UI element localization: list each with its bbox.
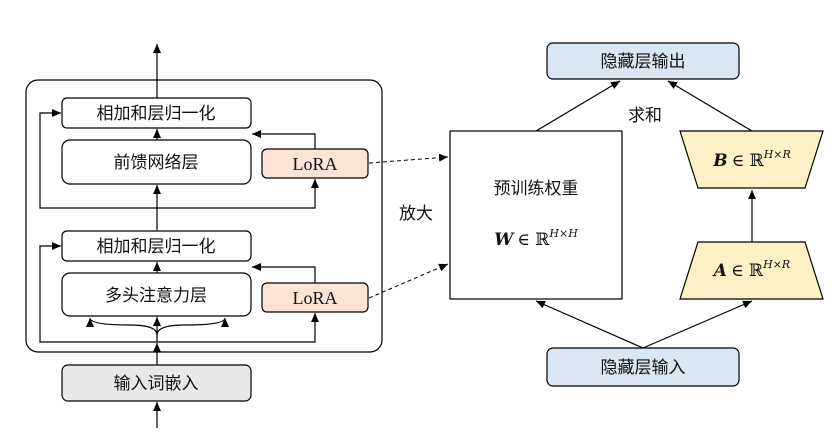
- hidden-output-box: [546, 42, 740, 80]
- input-embed-label: 输入词嵌入: [114, 374, 199, 394]
- amplify-arrow-bottom: [368, 263, 449, 299]
- add-norm-bottom-label: 相加和层归一化: [97, 237, 216, 257]
- b-formula: B∈ ℝH×R: [712, 148, 791, 171]
- add-norm-top-label: 相加和层归一化: [97, 104, 216, 124]
- hidden-input-label: 隐藏层输入: [601, 358, 686, 378]
- sum-label: 求和: [628, 106, 662, 126]
- a-formula: A∈ ℝH×R: [712, 258, 790, 281]
- amplify-arrow-top: [368, 153, 449, 164]
- hidden-output-label: 隐藏层输出: [601, 52, 686, 72]
- pretrained-weight-box: [449, 130, 623, 300]
- add-norm-bottom-box: [61, 230, 252, 262]
- lora-bottom-label: LoRA: [293, 288, 338, 308]
- ffn-label: 前馈网络层: [114, 153, 199, 173]
- lora-top-label: LoRA: [293, 154, 338, 174]
- amplify-label: 放大: [399, 204, 433, 224]
- add-norm-top-box: [61, 97, 252, 129]
- mhsa-label: 多头注意力层: [105, 286, 207, 306]
- matrix-a-shape: [679, 241, 824, 300]
- w-formula: W∈ ℝH×H: [494, 227, 578, 250]
- pretrained-title: 预训练权重: [494, 179, 579, 199]
- matrix-b-shape: [679, 130, 824, 189]
